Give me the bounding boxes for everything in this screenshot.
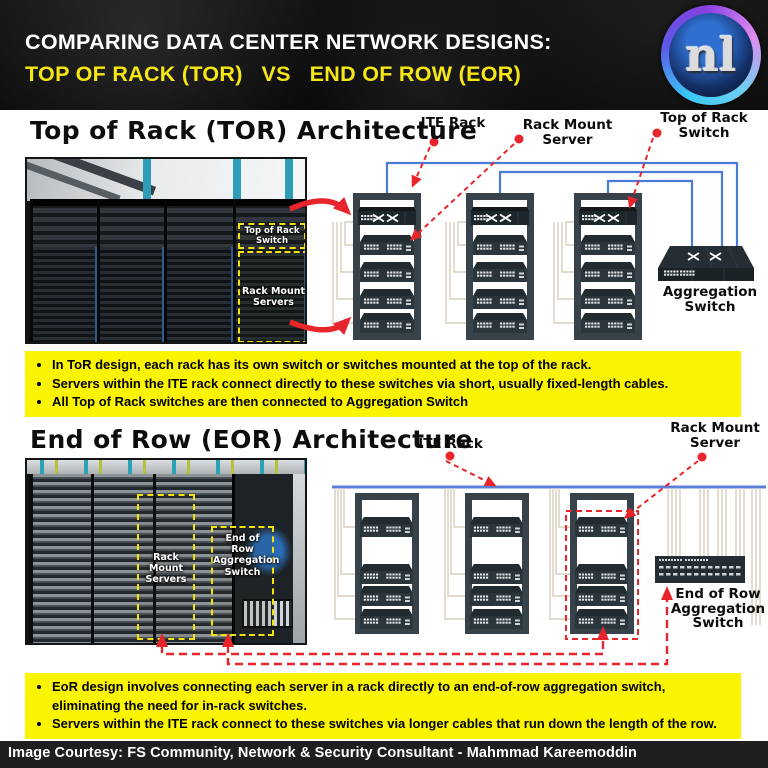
eor-label-ite-rack: ITE Rack xyxy=(418,436,483,452)
eor-rack-1 xyxy=(359,497,416,631)
cable-drop xyxy=(285,159,293,213)
photo-callout-tor-switch: Top of Rack Switch xyxy=(238,223,305,249)
brand-logo: nl xyxy=(661,5,761,105)
eor-aggregation-switch xyxy=(655,556,745,583)
note-bullet: All Top of Rack switches are then connec… xyxy=(52,393,731,412)
photo-callout-eor-aggregation-switch-label: End of Row Aggregation Switch xyxy=(213,533,280,578)
overhead-cables xyxy=(27,460,305,474)
tor-label-ite-rack: ITE Rack xyxy=(420,115,486,131)
image-credit: Image Courtesy: FS Community, Network & … xyxy=(8,745,638,761)
eor-datacenter-photo: Rack Mount Servers End of Row Aggregatio… xyxy=(25,458,307,645)
header-banner: COMPARING DATA CENTER NETWORK DESIGNS: T… xyxy=(0,0,768,110)
eor-callout-arrows xyxy=(445,451,707,519)
eor-rack-2 xyxy=(469,497,526,631)
photo-callout-eor-aggregation-switch: End of Row Aggregation Switch xyxy=(211,526,280,636)
tor-label-aggregation-switch: Aggregation Switch xyxy=(662,284,758,315)
photo-callout-rack-mount-servers: Rack Mount Servers xyxy=(238,251,306,342)
tor-label-rack-mount-server: Rack Mount Server xyxy=(522,117,613,148)
server-rack-photo-1 xyxy=(30,474,95,643)
photo-callout-tor-switch-label: Top of Rack Switch xyxy=(244,226,300,247)
cable-drop xyxy=(143,159,151,213)
eor-notes-list: EoR design involves connecting each serv… xyxy=(33,678,731,734)
tor-uplink-cables xyxy=(385,161,739,250)
tor-datacenter-photo: Top of Rack Switch Rack Mount Servers xyxy=(25,157,307,344)
server-rack-photo-2 xyxy=(97,199,164,342)
eor-rack-3 xyxy=(574,497,631,631)
tor-rack-3 xyxy=(578,197,639,337)
tor-rack-cables xyxy=(332,221,581,324)
photo-callout-rack-mount-servers: Rack Mount Servers xyxy=(137,494,195,640)
page-title: COMPARING DATA CENTER NETWORK DESIGNS: xyxy=(25,30,552,54)
eor-label-rack-mount-server: Rack Mount Server xyxy=(670,420,760,451)
note-bullet: EoR design involves connecting each serv… xyxy=(52,678,731,715)
tor-notes-list: In ToR design, each rack has its own swi… xyxy=(33,356,731,412)
server-rack-photo-1 xyxy=(30,199,97,342)
server-rack-photo-3 xyxy=(164,199,233,342)
note-bullet: In ToR design, each rack has its own swi… xyxy=(52,356,731,375)
aggregation-switch xyxy=(658,245,754,281)
tor-rack-1 xyxy=(357,197,418,337)
footer-bar: Image Courtesy: FS Community, Network & … xyxy=(0,741,768,768)
cable-drop xyxy=(233,159,241,213)
photo-callout-rack-mount-servers-label: Rack Mount Servers xyxy=(241,286,306,309)
photo-callout-rack-mount-servers-label: Rack Mount Servers xyxy=(145,552,187,586)
brand-logo-monogram: nl xyxy=(669,13,753,97)
floor-area xyxy=(293,474,305,643)
tor-notes-box: In ToR design, each rack has its own swi… xyxy=(25,351,741,418)
note-bullet: Servers within the ITE rack connect dire… xyxy=(52,375,731,394)
tor-rack-2 xyxy=(470,197,531,337)
eor-highlight-rect xyxy=(565,510,639,640)
eor-notes-box: EoR design involves connecting each serv… xyxy=(25,673,741,740)
tor-section-heading: Top of Rack (TOR) Architecture xyxy=(30,116,478,145)
blue-cable-bundle xyxy=(243,521,294,593)
ceiling-area xyxy=(27,159,305,213)
eor-section-heading: End of Row (EOR) Architecture xyxy=(30,425,473,454)
page-subtitle: TOP OF RACK (TOR) VS END OF ROW (EOR) xyxy=(25,62,522,86)
note-bullet: Servers within the ITE rack connect to t… xyxy=(52,715,731,734)
eor-label-eor-aggregation-switch: End of Row Aggregation Switch xyxy=(670,586,766,632)
tor-label-top-of-rack-switch: Top of Rack Switch xyxy=(660,110,748,141)
